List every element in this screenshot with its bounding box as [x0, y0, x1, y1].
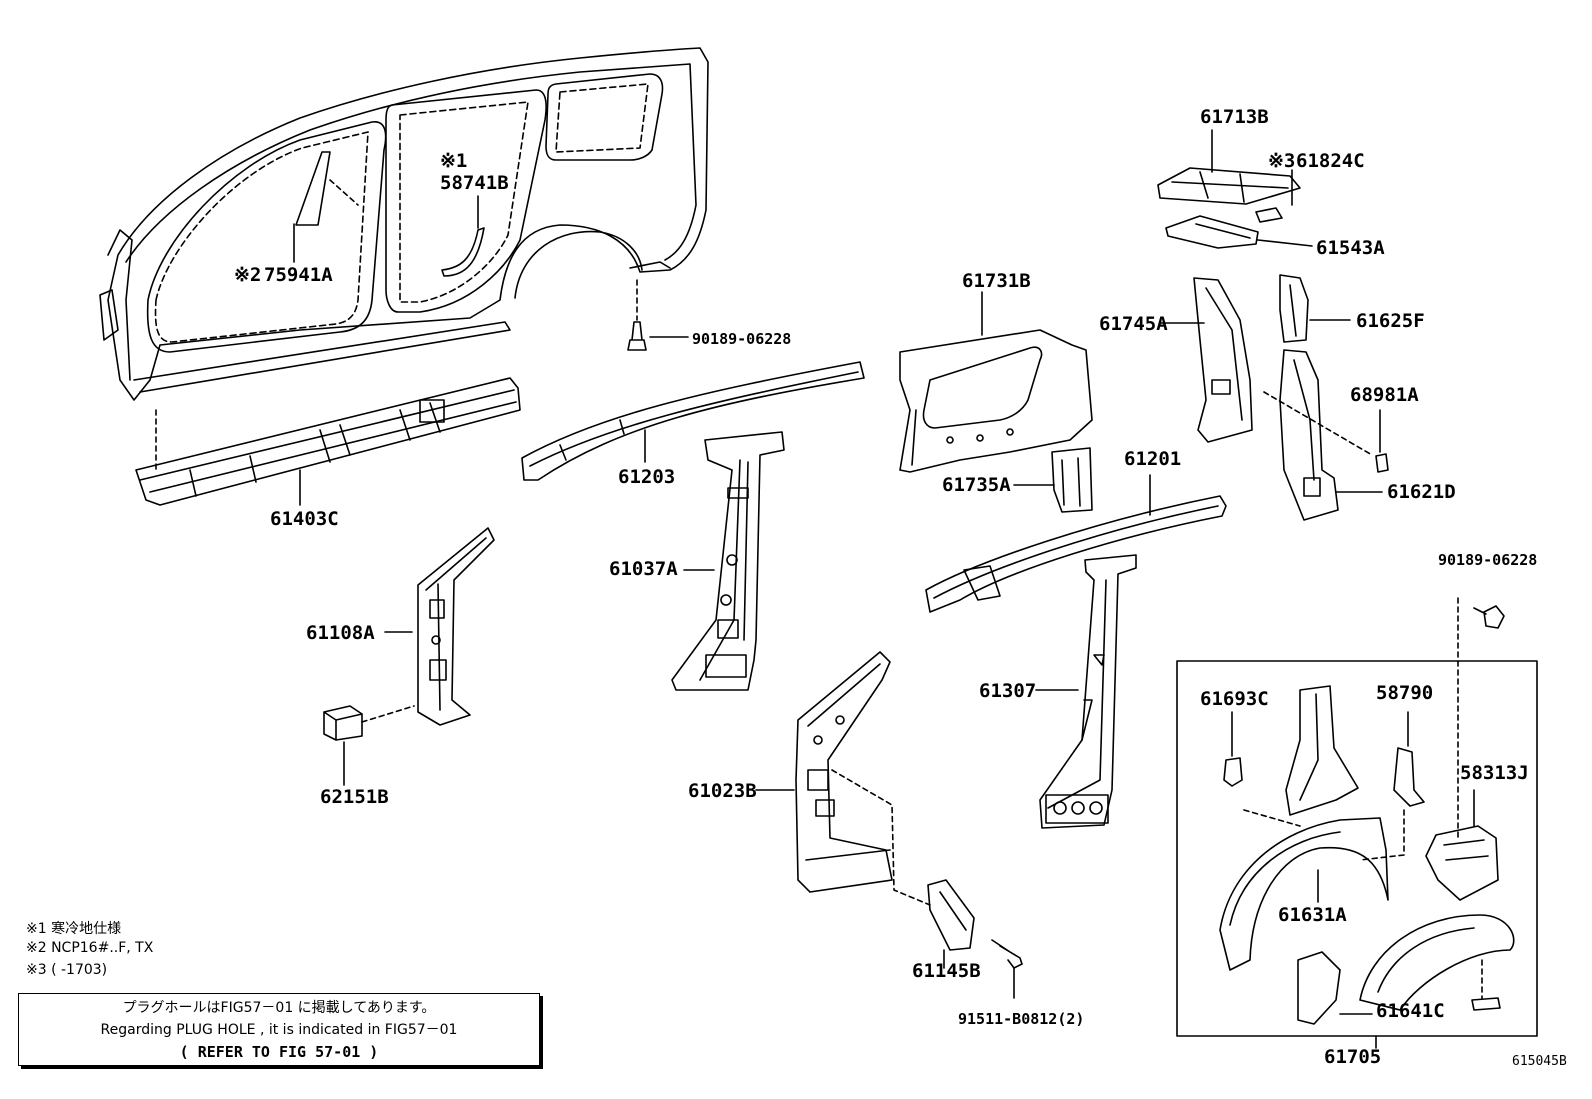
- label-61713B[interactable]: 61713B: [1200, 106, 1269, 128]
- label-62151B[interactable]: 62151B: [320, 786, 389, 808]
- label-61735A[interactable]: 61735A: [942, 474, 1011, 496]
- label-58741B[interactable]: 58741B: [440, 172, 509, 194]
- mark-58741B: ※1: [440, 150, 468, 172]
- lower-pillar-61023B: [795, 651, 893, 893]
- quarter-panel-61731B: [899, 329, 1093, 473]
- label-61731B[interactable]: 61731B: [962, 270, 1031, 292]
- notice-line-refer: ( REFER TO FIG 57-01 ): [179, 1043, 379, 1061]
- roof-rail-61201: [925, 495, 1227, 613]
- notice-line-en: Regarding PLUG HOLE , it is indicated in…: [100, 1022, 458, 1038]
- figure-id: 615045B: [1512, 1054, 1567, 1069]
- label-61705[interactable]: 61705: [1324, 1046, 1382, 1068]
- label-61745A[interactable]: 61745A: [1099, 313, 1168, 335]
- label-68981A[interactable]: 68981A: [1350, 384, 1419, 406]
- body-side-outer-panel: [99, 47, 709, 401]
- label-61037A[interactable]: 61037A: [609, 558, 678, 580]
- group-box-61705: [1176, 660, 1538, 1037]
- mark-75941A: ※2: [234, 264, 262, 286]
- rocker-61403C: [135, 377, 521, 506]
- label-58790[interactable]: 58790: [1376, 682, 1434, 704]
- label-61625F[interactable]: 61625F: [1356, 310, 1425, 332]
- mark-61824C: ※3: [1268, 150, 1296, 172]
- label-61824C[interactable]: 61824C: [1296, 150, 1365, 172]
- label-61023B[interactable]: 61023B: [688, 780, 757, 802]
- footnote-2: ※2 NCP16#..F, TX: [26, 940, 154, 956]
- front-pillar-61108A: [417, 527, 495, 726]
- footnote-3: ※3 ( -1703): [26, 962, 108, 978]
- notice-line-jp: プラグホールはFIG57－01 に掲載してあります。: [122, 1000, 436, 1016]
- roof-rail-61203: [521, 361, 865, 481]
- label-58313J[interactable]: 58313J: [1460, 762, 1529, 784]
- label-91511-B0812[interactable]: 91511-B0812(2): [958, 1010, 1085, 1028]
- part-75941A-shape: [295, 151, 331, 226]
- label-61201[interactable]: 61201: [1124, 448, 1182, 470]
- label-61403C[interactable]: 61403C: [270, 508, 339, 530]
- label-61108A[interactable]: 61108A: [306, 622, 375, 644]
- label-61543A[interactable]: 61543A: [1316, 237, 1385, 259]
- label-61621D[interactable]: 61621D: [1387, 481, 1456, 503]
- rear-pillar-61307: [1039, 554, 1137, 829]
- plug-hole-notice: プラグホールはFIG57－01 に掲載してあります。 Regarding PLU…: [18, 993, 540, 1066]
- label-75941A[interactable]: 75941A: [264, 264, 333, 286]
- label-61693C[interactable]: 61693C: [1200, 688, 1269, 710]
- label-90189-06228-top[interactable]: 90189-06228: [692, 330, 792, 348]
- label-90189-06228-right[interactable]: 90189-06228: [1438, 551, 1538, 569]
- footnote-1: ※1 寒冷地仕様: [26, 921, 122, 937]
- label-61145B[interactable]: 61145B: [912, 960, 981, 982]
- upper-brackets-61713B-61543A: [1157, 167, 1301, 249]
- label-61203[interactable]: 61203: [618, 466, 676, 488]
- label-61641C[interactable]: 61641C: [1376, 1000, 1445, 1022]
- label-61307[interactable]: 61307: [979, 680, 1037, 702]
- part-61824C-shape: [1255, 207, 1283, 223]
- center-pillar-61037A: [671, 431, 785, 691]
- label-61631A[interactable]: 61631A: [1278, 904, 1347, 926]
